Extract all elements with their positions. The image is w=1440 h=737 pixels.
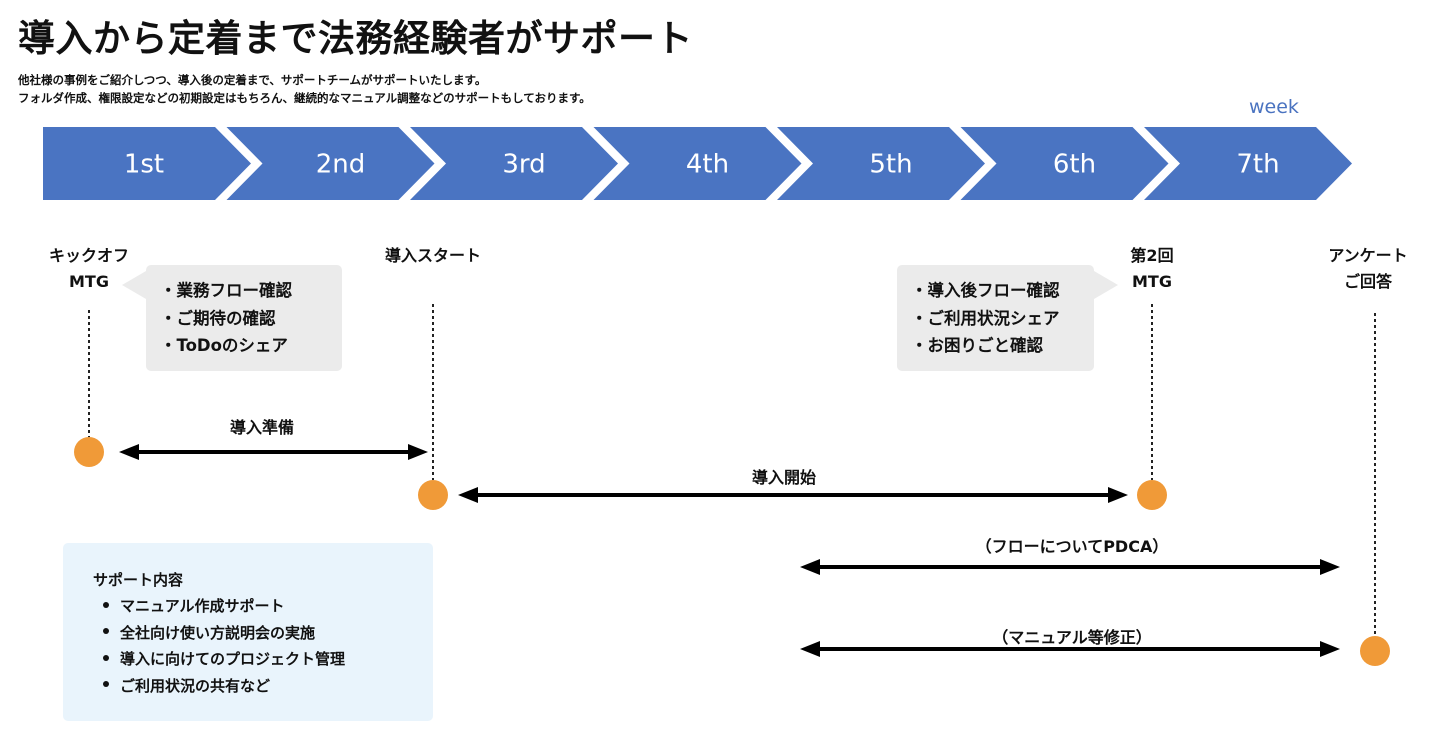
survey-dot bbox=[1360, 636, 1390, 666]
support-item: ご利用状況の共有など bbox=[103, 673, 433, 700]
arrowhead-right-icon bbox=[1108, 487, 1128, 503]
milestone-start: 導入スタート bbox=[385, 243, 481, 269]
milestone-kickoff-line-1: キックオフ bbox=[48, 246, 130, 265]
support-item-text: ご利用状況の共有など bbox=[120, 676, 271, 695]
bubble-item: ・ご利用状況シェア bbox=[911, 308, 1060, 328]
bullet-icon bbox=[103, 601, 109, 608]
bullet-icon bbox=[103, 681, 109, 687]
support-item-text: 導入に向けてのプロジェクト管理 bbox=[120, 650, 346, 668]
bubble-item: ・導入後フロー確認 bbox=[911, 281, 1060, 300]
week-label: 2nd bbox=[316, 150, 366, 180]
arrowhead-left-icon bbox=[800, 641, 820, 657]
arrowhead-right-icon bbox=[408, 444, 428, 460]
week-chevrons: 1st 2nd 3rd 4th 5th 6th 7th bbox=[43, 127, 1352, 200]
prep-arrow bbox=[119, 444, 428, 460]
week-label: 5th bbox=[869, 150, 912, 180]
week-chevron bbox=[1144, 127, 1352, 200]
bubble-item: ・ToDoのシェア bbox=[160, 336, 288, 355]
start-dot bbox=[418, 480, 448, 510]
bubble-item: ・業務フロー確認 bbox=[160, 281, 292, 300]
support-item-text: マニュアル作成サポート bbox=[120, 597, 285, 615]
span-label-pdca: （フローについてPDCA） bbox=[975, 537, 1169, 556]
kickoff-dot bbox=[74, 437, 104, 467]
span-label-launch: 導入開始 bbox=[751, 468, 817, 487]
week-unit-label: week bbox=[1249, 96, 1299, 118]
second-mtg-agenda-bubble: ・導入後フロー確認 ・ご利用状況シェア ・お困りごと確認 bbox=[897, 265, 1118, 371]
pdca-arrow bbox=[800, 559, 1340, 575]
milestone-survey-line-1: アンケート bbox=[1328, 246, 1408, 265]
page-title: 導入から定着まで法務経験者がサポート bbox=[18, 17, 693, 60]
bubble-item: ・お困りごと確認 bbox=[911, 336, 1043, 355]
kickoff-agenda-bubble: ・業務フロー確認 ・ご期待の確認 ・ToDoのシェア bbox=[122, 265, 342, 371]
milestone-second-mtg: 第2回 MTG bbox=[1130, 243, 1173, 295]
milestone-connectors bbox=[88, 304, 1376, 635]
launch-arrow bbox=[458, 487, 1128, 503]
week-chevron bbox=[777, 127, 985, 200]
manual-arrow bbox=[800, 641, 1340, 657]
arrowhead-right-icon bbox=[1320, 559, 1340, 575]
milestone-kickoff-line-2: MTG bbox=[69, 272, 109, 291]
week-label: 4th bbox=[686, 150, 729, 180]
lead-text-line-1: 他社様の事例をご紹介しつつ、導入後の定着まで、サポートチームがサポートいたします… bbox=[18, 73, 487, 87]
milestone-dots bbox=[74, 437, 1390, 666]
arrowhead-left-icon bbox=[800, 559, 820, 575]
week-label: 3rd bbox=[502, 150, 545, 180]
support-content-box: サポート内容 マニュアル作成サポート 全社向け使い方説明会の実施 導入に向けての… bbox=[63, 543, 433, 721]
support-item: 導入に向けてのプロジェクト管理 bbox=[103, 646, 433, 673]
milestone-survey-line-2: ご回答 bbox=[1343, 272, 1392, 291]
milestone-start-line-1: 導入スタート bbox=[384, 246, 482, 265]
span-label-manual: （マニュアル等修正） bbox=[992, 628, 1152, 647]
span-arrows bbox=[119, 444, 1340, 657]
support-item: マニュアル作成サポート bbox=[103, 593, 433, 620]
milestone-kickoff: キックオフ MTG bbox=[49, 243, 129, 295]
arrowhead-left-icon bbox=[119, 444, 139, 460]
support-heading: サポート内容 bbox=[93, 571, 184, 589]
lead-text-line-2: フォルダ作成、権限設定などの初期設定はもちろん、継続的なマニュアル調整などのサポ… bbox=[18, 91, 591, 105]
support-item-text: 全社向け使い方説明会の実施 bbox=[120, 623, 316, 642]
support-item: 全社向け使い方説明会の実施 bbox=[103, 620, 433, 647]
arrowhead-left-icon bbox=[458, 487, 478, 503]
bubble-item: ・ご期待の確認 bbox=[160, 308, 276, 328]
milestone-second-mtg-line-2: MTG bbox=[1132, 272, 1172, 291]
week-chevron bbox=[960, 127, 1169, 200]
bubble-tail bbox=[1094, 271, 1118, 299]
span-label-prep: 導入準備 bbox=[229, 418, 295, 437]
bullet-icon bbox=[103, 628, 109, 634]
support-list: マニュアル作成サポート 全社向け使い方説明会の実施 導入に向けてのプロジェクト管… bbox=[93, 593, 433, 699]
week-chevron bbox=[226, 127, 435, 200]
week-chevron bbox=[43, 127, 251, 200]
second-mtg-dot bbox=[1137, 480, 1167, 510]
week-chevron bbox=[593, 127, 802, 200]
milestone-survey: アンケート ご回答 bbox=[1328, 243, 1407, 295]
milestone-second-mtg-line-1: 第2回 bbox=[1130, 246, 1174, 265]
bullet-icon bbox=[103, 654, 109, 661]
arrowhead-right-icon bbox=[1320, 641, 1340, 657]
week-label: 1st bbox=[124, 150, 164, 180]
week-chevron bbox=[410, 127, 618, 200]
bubble-tail bbox=[122, 271, 146, 299]
week-label: 7th bbox=[1236, 150, 1279, 180]
week-label: 6th bbox=[1053, 150, 1096, 180]
